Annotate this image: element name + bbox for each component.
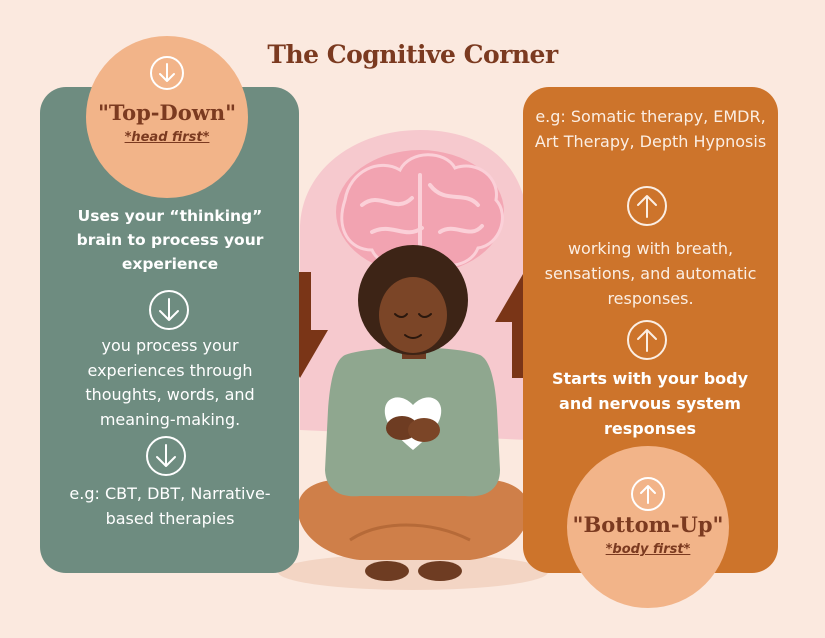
- bottom-up-badge: "Bottom-Up" *body first*: [567, 446, 729, 608]
- arrow-up-circle-icon: [627, 320, 667, 360]
- top-down-heading: "Top-Down": [97, 100, 237, 125]
- bottom-up-examples: e.g: Somatic therapy, EMDR, Art Therapy,…: [534, 107, 767, 151]
- arrow-up-circle-icon: [627, 186, 667, 226]
- bottom-up-heading: "Bottom-Up": [572, 512, 724, 537]
- top-down-description: you process your experiences through tho…: [85, 336, 255, 429]
- arrow-down-circle-icon: [149, 290, 189, 330]
- bottom-up-subheading: *body first*: [605, 542, 691, 557]
- legs: [297, 479, 529, 560]
- top-down-badge: "Top-Down" *head first*: [86, 36, 248, 198]
- page-title: The Cognitive Corner: [267, 40, 558, 69]
- top-down-examples: e.g: CBT, DBT, Narrative-based therapies: [69, 484, 271, 528]
- bottom-up-lead: Starts with your body and nervous system…: [551, 369, 749, 438]
- top-down-lead: Uses your “thinking” brain to process yo…: [76, 207, 264, 273]
- top-down-subheading: *head first*: [124, 130, 210, 145]
- bottom-up-description: working with breath, sensations, and aut…: [544, 239, 757, 308]
- arrow-down-circle-icon: [146, 436, 186, 476]
- face: [379, 277, 447, 353]
- arrow-up-circle-icon: [631, 477, 665, 511]
- arrow-down-circle-icon: [150, 56, 184, 90]
